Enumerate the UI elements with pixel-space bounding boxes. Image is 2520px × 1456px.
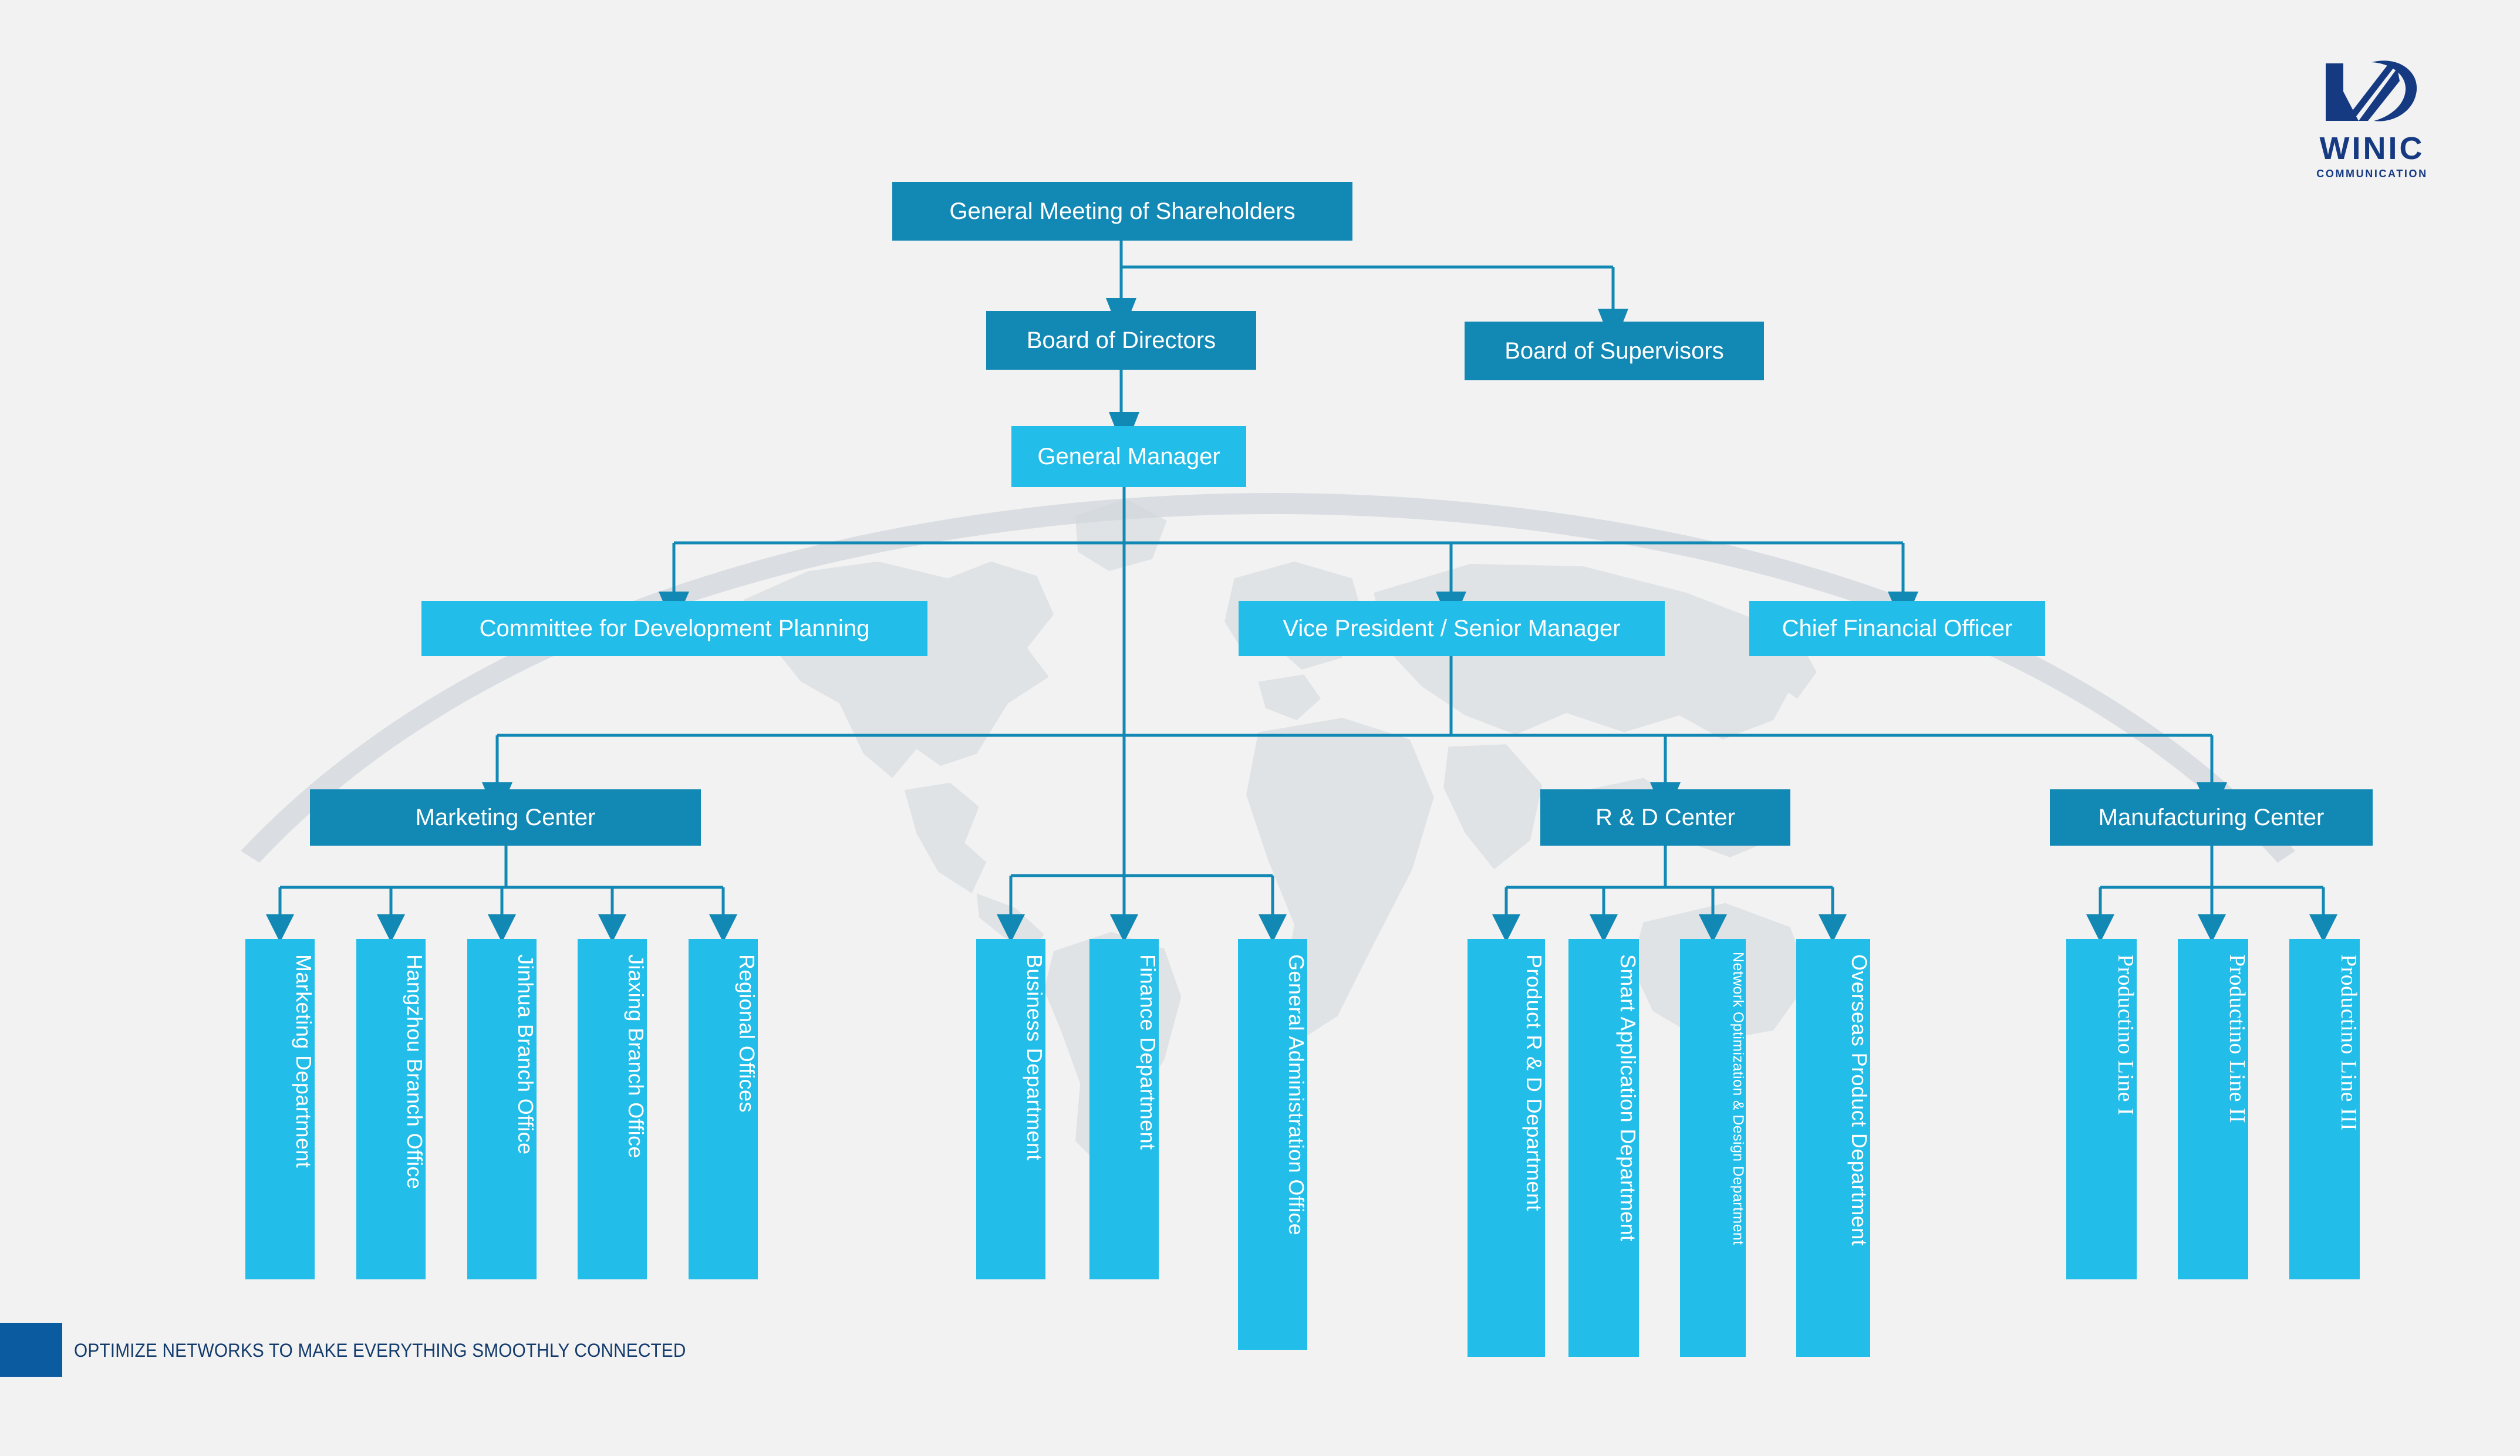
node-label: Smart Application Department — [1616, 954, 1640, 1242]
node-label: Business Department — [1023, 954, 1047, 1161]
node-manufacturing-center[interactable]: Manufacturing Center — [2050, 789, 2373, 846]
node-label: General Meeting of Shareholders — [949, 198, 1296, 224]
node-label: Marketing Department — [292, 954, 316, 1168]
node-productino-line-i[interactable]: Productino Line I — [2066, 939, 2138, 1279]
node-label: Committee for Development Planning — [479, 616, 870, 641]
node-finance-department[interactable]: Finance Department — [1089, 939, 1160, 1279]
node-label: Manufacturing Center — [2098, 805, 2325, 830]
node-committee-for-development-planning[interactable]: Committee for Development Planning — [421, 601, 927, 656]
node-general-meeting-of-shareholders[interactable]: General Meeting of Shareholders — [892, 182, 1352, 241]
node-productino-line-iii[interactable]: Productino Line III — [2289, 939, 2361, 1279]
winic-logo: WINIC COMMUNICATION — [2296, 58, 2448, 180]
node-jinhua-branch-office[interactable]: Jinhua Branch Office — [467, 939, 538, 1279]
node-label: Network Optimization & Design Department — [1730, 952, 1746, 1245]
node-label: Hangzhou Branch Office — [403, 954, 427, 1190]
node-label: Productino Line III — [2336, 954, 2361, 1131]
node-label: Jinhua Branch Office — [514, 954, 538, 1155]
node-label: Regional Offices — [735, 954, 759, 1113]
winic-monogram-icon — [2326, 60, 2417, 121]
node-rd-center[interactable]: R & D Center — [1540, 789, 1790, 846]
node-board-of-supervisors[interactable]: Board of Supervisors — [1465, 322, 1764, 380]
node-business-department[interactable]: Business Department — [976, 939, 1047, 1279]
node-chief-financial-officer[interactable]: Chief Financial Officer — [1749, 601, 2045, 656]
node-label: Productino Line II — [2225, 954, 2249, 1123]
node-productino-line-ii[interactable]: Productino Line II — [2178, 939, 2249, 1279]
footer-tagline: OPTIMIZE NETWORKS TO MAKE EVERYTHING SMO… — [74, 1340, 686, 1361]
node-general-manager[interactable]: General Manager — [1011, 426, 1246, 487]
node-label: Overseas Product Department — [1847, 954, 1871, 1246]
node-network-optimization-design-department[interactable]: Network Optimization & Design Department — [1680, 939, 1746, 1357]
node-hangzhou-branch-office[interactable]: Hangzhou Branch Office — [356, 939, 427, 1279]
node-marketing-department[interactable]: Marketing Department — [245, 939, 316, 1279]
node-label: General Administration Office — [1284, 954, 1308, 1236]
node-label: Marketing Center — [415, 805, 596, 830]
node-jiaxing-branch-office[interactable]: Jiaxing Branch Office — [578, 939, 648, 1279]
node-label: Board of Directors — [1026, 327, 1216, 353]
footer-accent-bar — [0, 1323, 62, 1377]
node-regional-offices[interactable]: Regional Offices — [689, 939, 759, 1279]
logo-brand-text: WINIC — [2319, 131, 2425, 166]
node-label: Board of Supervisors — [1504, 338, 1724, 364]
node-label: General Manager — [1037, 444, 1220, 469]
node-label: Product R & D Department — [1522, 954, 1546, 1211]
node-vice-president-senior-manager[interactable]: Vice President / Senior Manager — [1239, 601, 1665, 656]
node-smart-application-department[interactable]: Smart Application Department — [1568, 939, 1640, 1357]
node-board-of-directors[interactable]: Board of Directors — [986, 311, 1256, 370]
node-label: Finance Department — [1136, 954, 1160, 1150]
node-general-administration-office[interactable]: General Administration Office — [1238, 939, 1308, 1350]
node-label: Chief Financial Officer — [1782, 616, 2013, 641]
node-label: Vice President / Senior Manager — [1283, 616, 1621, 641]
node-label: Jiaxing Branch Office — [624, 954, 648, 1158]
logo-subtitle-text: COMMUNICATION — [2316, 168, 2428, 180]
node-product-rd-department[interactable]: Product R & D Department — [1468, 939, 1546, 1357]
node-overseas-product-department[interactable]: Overseas Product Department — [1796, 939, 1871, 1357]
node-label: R & D Center — [1595, 805, 1735, 830]
node-label: Productino Line I — [2113, 954, 2138, 1116]
node-marketing-center[interactable]: Marketing Center — [310, 789, 701, 846]
